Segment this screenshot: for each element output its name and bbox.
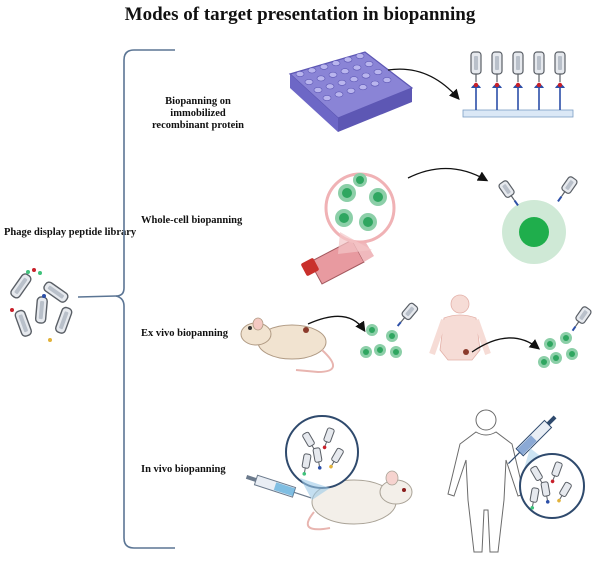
target-cell-icon <box>502 200 566 264</box>
mode-label-whole-cell: Whole-cell biopanning <box>141 215 243 226</box>
arrow-human-to-cells <box>471 337 541 353</box>
plate-well <box>340 68 350 75</box>
syringe-icon-mouse <box>245 474 312 499</box>
phage-icon <box>329 447 344 469</box>
phage-ex-vivo-rat <box>396 301 420 327</box>
phage-icon <box>557 481 572 503</box>
magnified-cells <box>335 173 387 231</box>
plate-well <box>331 60 341 67</box>
bound-phage-right <box>556 175 579 203</box>
plate-well <box>343 56 353 63</box>
plate-well <box>328 71 338 78</box>
plate-well <box>307 67 317 74</box>
mouse-icon <box>306 470 413 531</box>
mode-label-immobilized-line2: recombinant protein <box>151 120 245 131</box>
immobilized-phage <box>512 51 524 110</box>
plate-well <box>382 77 392 83</box>
immobilized-phage <box>533 51 545 110</box>
rat-icon <box>240 317 334 374</box>
mode-label-ex-vivo: Ex vivo biopanning <box>141 328 228 339</box>
phage-icon <box>529 487 540 510</box>
arrow-flask-to-cell <box>407 167 489 182</box>
plate-well <box>370 80 380 87</box>
bracket <box>77 49 175 549</box>
immobilized-phage <box>491 51 503 110</box>
tissue-cells-rat <box>360 324 402 358</box>
plate-well <box>349 76 359 83</box>
syringe-icon-human <box>507 415 557 465</box>
phage-cluster-human <box>529 461 572 510</box>
phage-library-icon <box>10 268 73 342</box>
page-title: Modes of target presentation in biopanni… <box>124 4 476 25</box>
phage-icon <box>322 427 335 450</box>
immobilized-phage <box>470 51 482 110</box>
plate-well <box>313 87 323 93</box>
plate-well <box>358 84 368 91</box>
plate-well <box>316 75 326 82</box>
bound-phage-left <box>497 179 520 207</box>
phage-icon <box>540 481 551 504</box>
plate-well <box>373 69 383 75</box>
plate-well <box>337 79 347 86</box>
mode-label-immobilized: Biopanning on immobilized recombinant pr… <box>138 96 258 132</box>
plate-well <box>304 79 314 85</box>
human-body-ex-vivo-icon <box>429 294 491 361</box>
human-body-in-vivo-icon <box>447 409 525 553</box>
plate-well <box>295 71 305 77</box>
plate-well <box>346 87 356 94</box>
arrow-rat-to-cells <box>307 315 366 333</box>
mode-label-in-vivo: In vivo biopanning <box>141 464 226 475</box>
tissue-cells-human <box>538 332 578 368</box>
arrow-plate-to-surface <box>387 68 460 100</box>
immobilized-surface <box>462 109 574 118</box>
immobilized-phage <box>554 51 566 110</box>
library-label: Phage display peptide library <box>4 227 137 238</box>
phage-icon <box>312 447 323 470</box>
plate-well <box>355 53 365 59</box>
phage-cluster-mouse <box>301 427 344 476</box>
phage-ex-vivo-human <box>570 305 593 332</box>
plate-well <box>322 95 332 101</box>
phage-icon <box>301 453 312 476</box>
mode-label-immobilized-line1: Biopanning on immobilized <box>165 96 231 119</box>
plate-well <box>319 63 329 70</box>
plate-well <box>361 72 371 79</box>
phage-icon <box>550 461 563 484</box>
plate-well <box>352 64 362 71</box>
plate-well <box>364 61 374 67</box>
plate-well <box>334 91 344 98</box>
plate-well <box>325 83 335 90</box>
